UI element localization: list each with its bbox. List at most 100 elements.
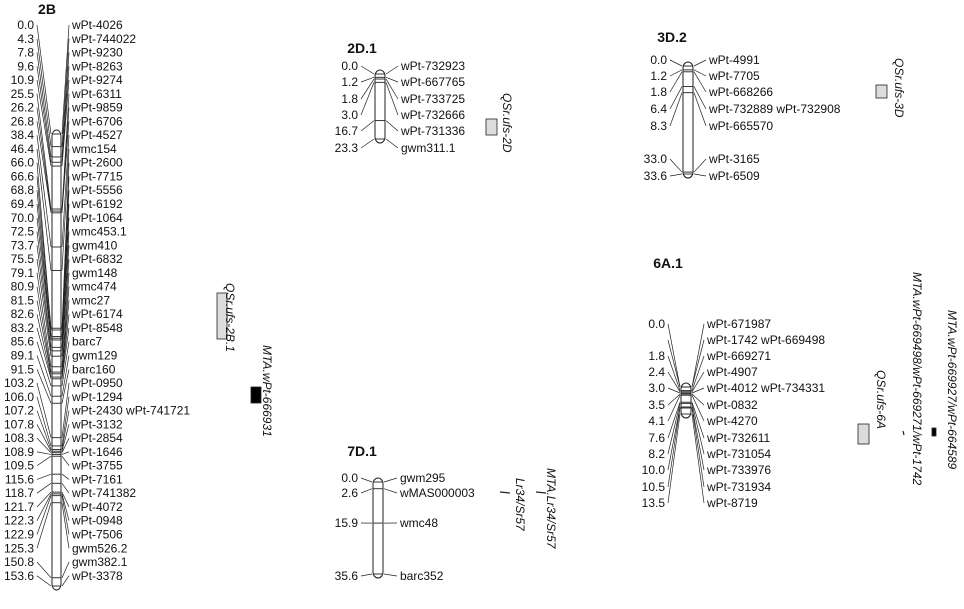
chromosome-bar bbox=[680, 382, 692, 419]
marker-name: wmc453.1 bbox=[71, 225, 127, 239]
marker-position: 6.4 bbox=[650, 102, 667, 116]
marker-name: wPt-6832 bbox=[71, 252, 123, 266]
mta-bar bbox=[250, 386, 262, 404]
marker-name: wPt-0950 bbox=[71, 376, 123, 390]
marker-name: wPt-6509 bbox=[708, 169, 760, 183]
marker-position: 1.8 bbox=[650, 85, 667, 99]
connector-left bbox=[667, 413, 681, 504]
connector-left bbox=[360, 120, 375, 132]
marker-name: wPt-2430 wPt-741721 bbox=[71, 404, 190, 418]
connector-left bbox=[667, 395, 681, 422]
marker-position: 9.6 bbox=[17, 59, 34, 73]
qtl-box bbox=[216, 292, 228, 340]
marker-position: 79.1 bbox=[11, 266, 35, 280]
connector-left bbox=[36, 561, 52, 578]
connector-left bbox=[36, 148, 52, 271]
connector-right bbox=[61, 451, 70, 455]
marker-name: wPt-669271 bbox=[706, 349, 771, 363]
qtl-label: MTA.wPt-669927/wPt-664589 bbox=[945, 310, 959, 470]
marker-name: wPt-731054 bbox=[706, 447, 771, 461]
marker-name: barc7 bbox=[72, 335, 102, 349]
connector-right bbox=[383, 477, 398, 483]
marker-name: wPt-6311 bbox=[71, 87, 122, 101]
connector-left bbox=[36, 272, 52, 367]
marker-name: wPt-6174 bbox=[71, 307, 123, 321]
marker-position: 106.0 bbox=[4, 390, 34, 404]
connector-right bbox=[61, 382, 70, 438]
marker-position: 2.6 bbox=[341, 486, 358, 500]
marker-position: 91.5 bbox=[11, 362, 35, 376]
connector-left bbox=[36, 190, 52, 337]
marker-name: wPt-5556 bbox=[71, 183, 123, 197]
marker-name: wPt-667765 bbox=[400, 75, 465, 89]
marker-position: 10.0 bbox=[642, 463, 666, 477]
marker-name: wPt-3165 bbox=[708, 152, 760, 166]
connector-right bbox=[61, 355, 70, 397]
group-title: 7D.1 bbox=[347, 443, 377, 459]
marker-name: wPt-0832 bbox=[706, 398, 758, 412]
connector-right bbox=[61, 424, 70, 452]
marker-position: 33.0 bbox=[644, 152, 668, 166]
connector-left bbox=[669, 86, 683, 110]
connector-left bbox=[36, 314, 52, 378]
connector-left bbox=[36, 410, 52, 450]
marker-name: gwm382.1 bbox=[72, 555, 128, 569]
marker-name: gwm526.2 bbox=[72, 541, 128, 555]
connector-left bbox=[36, 38, 52, 147]
marker-name: wPt-1064 bbox=[71, 211, 123, 225]
connector-left bbox=[36, 135, 52, 248]
marker-name: gwm410 bbox=[72, 238, 118, 252]
connector-left bbox=[360, 82, 375, 116]
marker-position: 8.2 bbox=[648, 447, 665, 461]
marker-name: gwm148 bbox=[72, 266, 118, 280]
marker-name: wPt-4026 bbox=[71, 18, 123, 32]
marker-name: wPt-668266 bbox=[708, 85, 773, 99]
qtl-marker-line bbox=[535, 491, 547, 494]
marker-name: wPt-3755 bbox=[71, 459, 123, 473]
marker-name: wPt-6192 bbox=[71, 197, 123, 211]
marker-name: wPt-8548 bbox=[71, 321, 123, 335]
connector-left bbox=[669, 59, 683, 67]
connector-right bbox=[61, 473, 70, 480]
marker-name: wPt-6706 bbox=[71, 114, 123, 128]
connector-right bbox=[61, 483, 70, 494]
connector-left bbox=[36, 203, 52, 339]
marker-name: wPt-4991 bbox=[708, 53, 760, 67]
marker-position: 0.0 bbox=[648, 317, 665, 331]
marker-name: wPt-4012 wPt-734331 bbox=[706, 381, 825, 395]
qtl-label: Lr34/Sr57 bbox=[513, 478, 527, 532]
marker-position: 38.4 bbox=[11, 128, 35, 142]
marker-position: 108.9 bbox=[4, 445, 34, 459]
qtl-label: QSr.ufs-2D bbox=[500, 93, 514, 153]
connector-left bbox=[36, 575, 52, 587]
qtl-box bbox=[485, 118, 498, 136]
marker-position: 7.8 bbox=[17, 46, 34, 60]
marker-position: 107.2 bbox=[4, 404, 34, 418]
connector-left bbox=[669, 173, 683, 177]
connector-right bbox=[61, 148, 70, 271]
marker-position: 66.6 bbox=[11, 169, 35, 183]
connector-right bbox=[691, 371, 705, 392]
connector-left bbox=[36, 121, 52, 213]
connector-left bbox=[667, 406, 681, 471]
qtl-label: MTA.Lr34/Sr57 bbox=[544, 468, 558, 550]
connector-right bbox=[61, 300, 70, 374]
qtl-label: QSr.ufs-6A bbox=[874, 370, 888, 429]
connector-left bbox=[36, 52, 52, 157]
group-title: 2B bbox=[38, 1, 56, 17]
connector-right bbox=[693, 173, 707, 177]
connector-left bbox=[36, 176, 52, 331]
marker-name: wPt-741382 bbox=[71, 486, 136, 500]
connector-right bbox=[691, 406, 705, 471]
marker-position: 3.5 bbox=[648, 398, 665, 412]
marker-name: barc160 bbox=[72, 362, 116, 376]
connector-right bbox=[61, 341, 70, 386]
connector-left bbox=[36, 455, 52, 466]
connector-left bbox=[360, 138, 375, 149]
connector-right bbox=[385, 65, 399, 75]
marker-position: 103.2 bbox=[4, 376, 34, 390]
marker-name: wPt-732889 wPt-732908 bbox=[708, 102, 841, 116]
connector-left bbox=[36, 93, 52, 210]
